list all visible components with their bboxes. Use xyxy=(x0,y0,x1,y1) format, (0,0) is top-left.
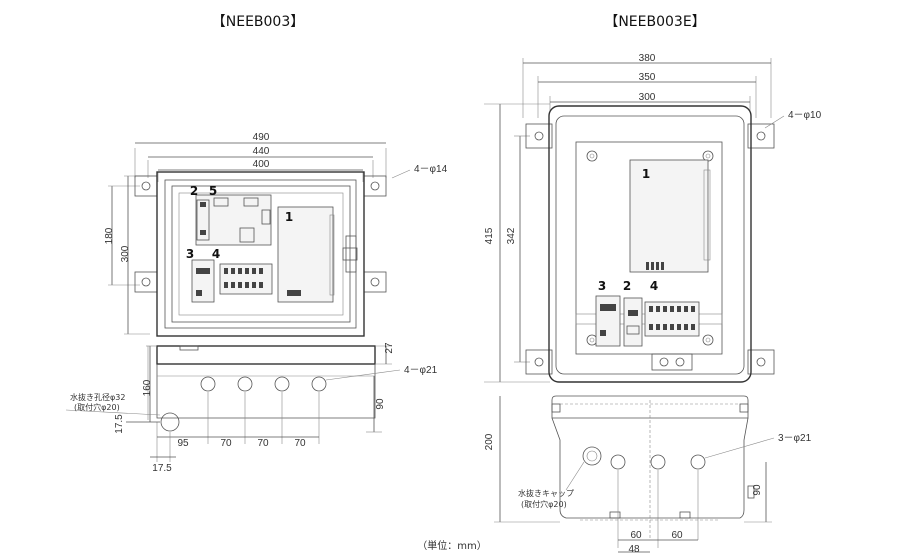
left-width-dims xyxy=(134,142,387,182)
left-dim-17-5-h: 17.5 xyxy=(152,463,172,474)
left-title: 【NEEB003】 xyxy=(212,14,305,30)
right-label-3: 3 xyxy=(598,279,606,293)
left-dim-27: 27 xyxy=(384,342,395,354)
left-dim-95: 95 xyxy=(177,438,189,449)
right-dim-60-a: 60 xyxy=(630,530,642,541)
right-dim-48: 48 xyxy=(628,544,640,555)
right-dim-415: 415 xyxy=(484,227,495,244)
right-dim-200: 200 xyxy=(484,433,495,450)
left-dim-70-b: 70 xyxy=(257,438,269,449)
right-mounting-tabs xyxy=(525,123,775,375)
right-hole-leader xyxy=(764,115,785,129)
right-dim-342: 342 xyxy=(506,227,517,244)
left-devices xyxy=(191,194,335,303)
left-label-2: 2 xyxy=(190,184,198,198)
left-dim-490: 490 xyxy=(253,132,270,143)
right-width-dims xyxy=(522,58,772,118)
right-dim-380: 380 xyxy=(639,53,656,64)
left-label-1: 1 xyxy=(285,210,293,224)
left-dim-400: 400 xyxy=(253,159,270,170)
right-dim-60-b: 60 xyxy=(671,530,683,541)
left-label-4: 4 xyxy=(212,247,220,261)
right-dim-90: 90 xyxy=(752,484,763,496)
right-bottom-view xyxy=(494,395,775,553)
right-holes-top: 4－φ10 xyxy=(788,110,822,121)
left-dim-180: 180 xyxy=(104,227,115,244)
right-title: 【NEEB003E】 xyxy=(604,14,705,30)
right-dim-300: 300 xyxy=(639,92,656,103)
right-cap-note-2: (取付穴φ20) xyxy=(521,499,567,509)
left-dim-160: 160 xyxy=(142,379,153,396)
left-hole-leader xyxy=(391,169,411,179)
left-dim-300: 300 xyxy=(120,245,131,262)
left-dim-90: 90 xyxy=(375,398,386,410)
left-label-5: 5 xyxy=(209,184,217,198)
right-label-2: 2 xyxy=(623,279,631,293)
right-height-dims xyxy=(484,103,550,383)
right-cap-note-1: 水抜きキャップ xyxy=(518,488,574,498)
left-dim-70-c: 70 xyxy=(294,438,306,449)
left-drain-note-2: (取付穴φ20) xyxy=(74,402,120,412)
left-dim-17-5-v: 17.5 xyxy=(114,414,125,434)
left-bottom-view xyxy=(65,345,401,462)
right-label-4: 4 xyxy=(650,279,658,293)
right-enclosure xyxy=(548,105,752,383)
left-holes-top: 4－φ14 xyxy=(414,164,448,175)
left-dim-440: 440 xyxy=(253,146,270,157)
left-holes-bottom: 4－φ21 xyxy=(404,365,438,376)
left-dim-70-a: 70 xyxy=(220,438,232,449)
right-devices xyxy=(575,159,723,347)
right-label-1: 1 xyxy=(642,167,650,181)
right-dim-350: 350 xyxy=(639,72,656,83)
left-enclosure xyxy=(156,171,365,337)
left-drain-note-1: 水抜き孔径φ32 xyxy=(70,392,125,402)
right-holes-bottom: 3－φ21 xyxy=(778,433,812,444)
unit-note: （単位：mm） xyxy=(417,539,486,552)
left-label-3: 3 xyxy=(186,247,194,261)
